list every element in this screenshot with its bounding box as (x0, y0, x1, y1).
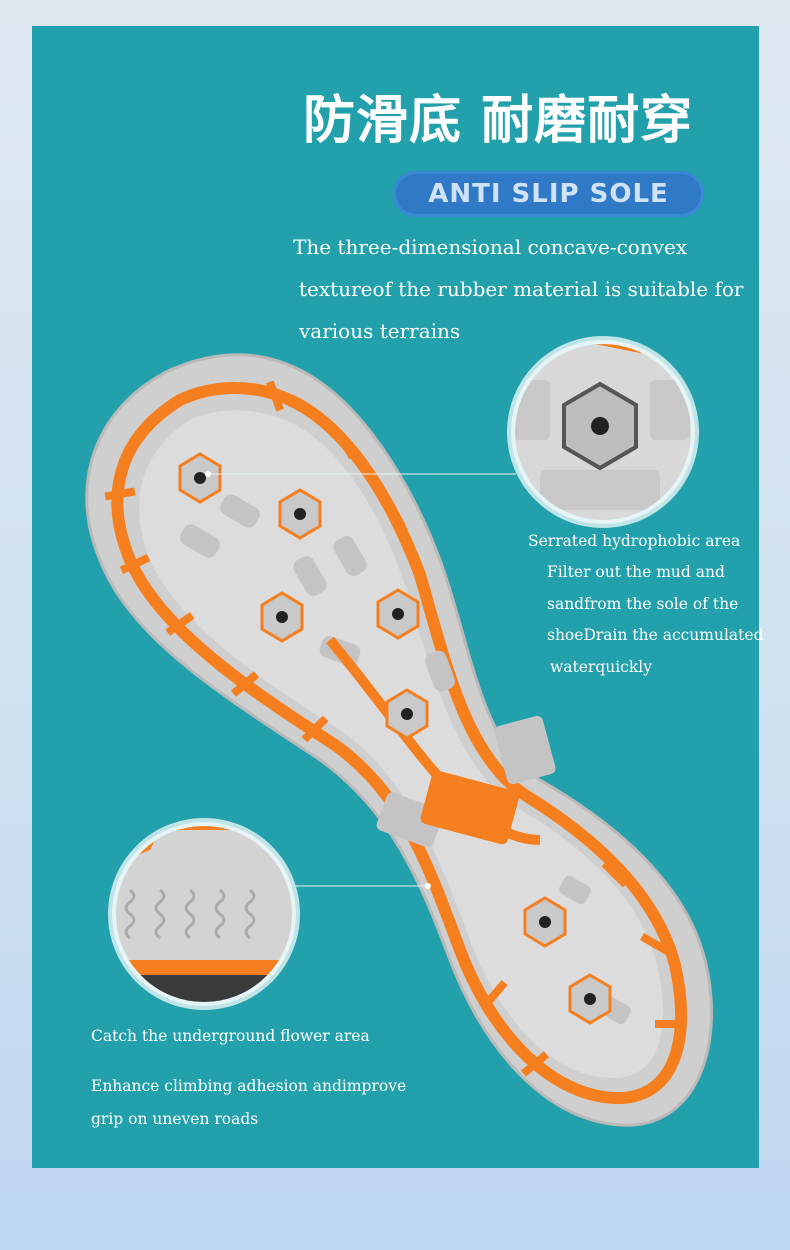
callout-left-line: grip on uneven roads (91, 1110, 259, 1128)
callout-left-heading: Catch the underground flower area (91, 1027, 370, 1045)
anti-slip-badge: ANTI SLIP SOLE (393, 171, 704, 217)
callout-left-line: Enhance climbing adhesion andimprove (91, 1077, 407, 1095)
description: The three-dimensional concave-convex tex… (293, 226, 744, 352)
callout-right-line: Filter out the mud and (547, 563, 725, 581)
zoom-circle-grip (108, 818, 300, 1010)
description-line: The three-dimensional concave-convex (293, 235, 688, 259)
callout-right-heading: Serrated hydrophobic area (528, 532, 741, 550)
callout-right-line: waterquickly (550, 658, 652, 676)
zoom-circle-hydrophobic (507, 336, 699, 528)
shoe-sole (85, 353, 714, 1127)
callout-right-line: sandfrom the sole of the (547, 595, 739, 613)
description-line: textureof the rubber material is suitabl… (299, 277, 744, 301)
callout-right-line: shoeDrain the accumulated (547, 626, 764, 644)
badge-label: ANTI SLIP SOLE (428, 179, 669, 209)
description-line: various terrains (299, 319, 461, 343)
